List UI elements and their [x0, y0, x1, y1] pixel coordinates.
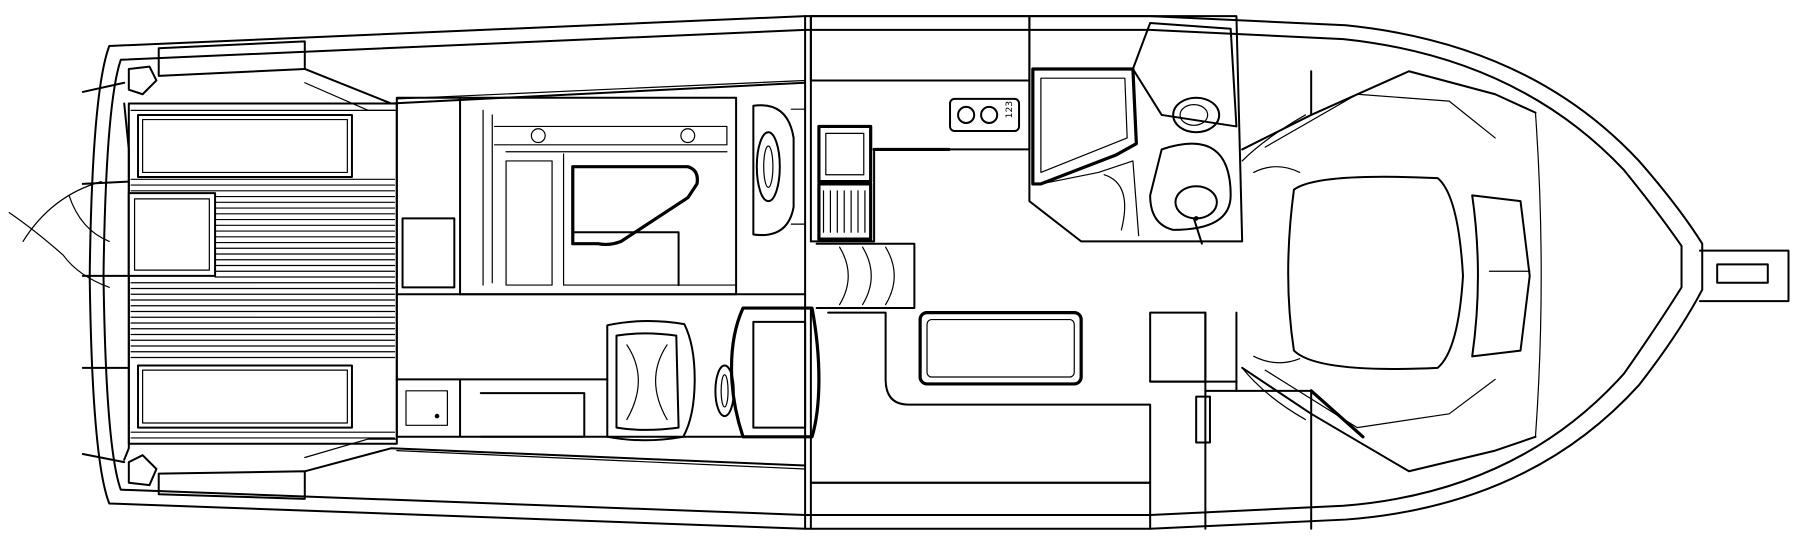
stove-label: 123 [1004, 101, 1015, 119]
head-compartment [1029, 16, 1242, 244]
helm-seat-port [607, 321, 694, 440]
bow-deck-lines [1242, 115, 1305, 420]
live-well [129, 193, 215, 276]
gunwale-bolsters [159, 41, 805, 498]
galley-sink [819, 126, 871, 239]
helm-console [753, 105, 805, 235]
bow-pulpit [1700, 251, 1789, 302]
fish-box-upper [138, 115, 352, 177]
dinette-seat [811, 313, 1150, 529]
bridge-deck [397, 98, 805, 380]
v-berth [1242, 71, 1535, 471]
cockpit-steps [397, 80, 805, 469]
bridge-lounge [460, 98, 736, 295]
hull-outline [90, 16, 1703, 529]
companionway-steps [817, 244, 915, 308]
galley-counter: 123 [811, 16, 1030, 241]
wet-bar [397, 379, 805, 436]
cabin-bulkhead [805, 16, 811, 529]
swim-ladder [9, 182, 109, 288]
forward-cabinet [1150, 313, 1311, 529]
bench-cushion [573, 167, 698, 285]
fish-box-lower [138, 366, 352, 428]
helm-seat-stbd [715, 308, 819, 437]
